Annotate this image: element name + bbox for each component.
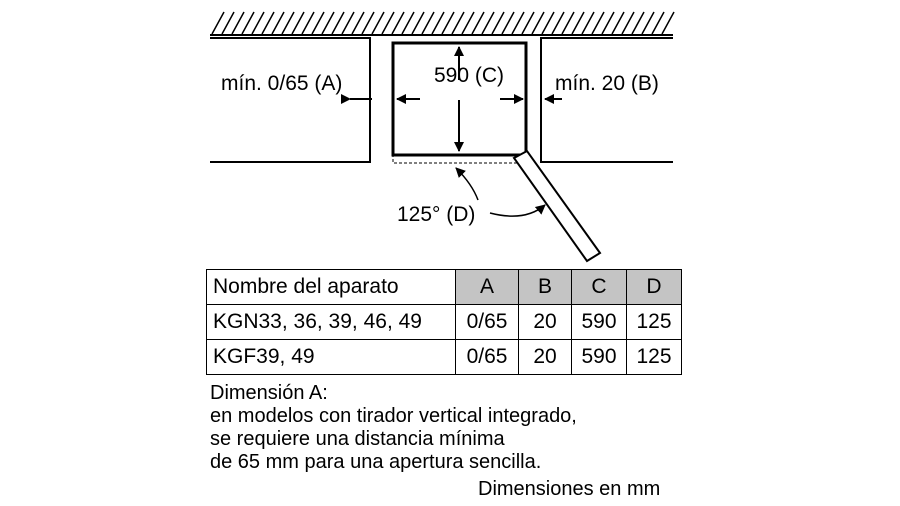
header-b: B bbox=[518, 269, 572, 305]
specification-table: Nombre del aparato A B C D KGN33, 36, 39… bbox=[206, 269, 682, 375]
table-row: KGF39, 49 0/65 20 590 125 bbox=[206, 339, 682, 375]
hatch-line bbox=[361, 11, 375, 35]
label-c: 590 (C) bbox=[434, 64, 504, 87]
hatch-line bbox=[261, 11, 275, 35]
note-line: en modelos con tirador vertical integrad… bbox=[210, 405, 577, 427]
hatch-line bbox=[251, 11, 265, 35]
hatch-line bbox=[431, 11, 445, 35]
hatch-line bbox=[321, 11, 335, 35]
hatch-line bbox=[441, 11, 455, 35]
ceiling-hatching bbox=[211, 11, 675, 35]
hatch-line bbox=[661, 11, 675, 35]
hatch-line bbox=[271, 11, 285, 35]
hatch-line bbox=[521, 11, 535, 35]
hatch-line bbox=[571, 11, 585, 35]
hatch-line bbox=[331, 11, 345, 35]
door-open bbox=[512, 149, 602, 263]
hatch-line bbox=[541, 11, 555, 35]
hatch-line bbox=[311, 11, 325, 35]
label-b: mín. 20 (B) bbox=[555, 72, 659, 95]
row-2-c: 590 bbox=[571, 339, 627, 375]
table-header-row: Nombre del aparato A B C D bbox=[206, 269, 682, 305]
hatch-line bbox=[621, 11, 635, 35]
left-cabinet bbox=[210, 37, 371, 163]
row-2-d: 125 bbox=[626, 339, 682, 375]
hatch-line bbox=[611, 11, 625, 35]
hatch-line bbox=[451, 11, 465, 35]
hatch-line bbox=[581, 11, 595, 35]
hatch-line bbox=[351, 11, 365, 35]
hatch-line bbox=[551, 11, 565, 35]
hatch-line bbox=[281, 11, 295, 35]
hatch-line bbox=[371, 11, 385, 35]
header-appliance-name: Nombre del aparato bbox=[206, 269, 456, 305]
hatch-line bbox=[411, 11, 425, 35]
row-1-d: 125 bbox=[626, 304, 682, 340]
hatch-line bbox=[341, 11, 355, 35]
hatch-line bbox=[221, 11, 235, 35]
dimension-a-note: Dimensión A: en modelos con tirador vert… bbox=[210, 382, 577, 474]
header-a: A bbox=[455, 269, 519, 305]
row-2-a: 0/65 bbox=[455, 339, 519, 375]
hatch-line bbox=[301, 11, 315, 35]
hatch-line bbox=[531, 11, 545, 35]
hatch-line bbox=[391, 11, 405, 35]
note-line: de 65 mm para una apertura sencilla. bbox=[210, 451, 542, 473]
hatch-line bbox=[501, 11, 515, 35]
hatch-line bbox=[641, 11, 655, 35]
hatch-line bbox=[491, 11, 505, 35]
label-a: mín. 0/65 (A) bbox=[221, 72, 342, 95]
angle-d-arc-right bbox=[489, 204, 546, 217]
hatch-line bbox=[211, 11, 225, 35]
row-1-c: 590 bbox=[571, 304, 627, 340]
hatch-line bbox=[461, 11, 475, 35]
row-1-a: 0/65 bbox=[455, 304, 519, 340]
row-1-name: KGN33, 36, 39, 46, 49 bbox=[206, 304, 456, 340]
right-cabinet bbox=[540, 37, 673, 163]
hatch-line bbox=[421, 11, 435, 35]
row-1-b: 20 bbox=[518, 304, 572, 340]
note-line: se requiere una distancia mínima bbox=[210, 428, 505, 450]
header-c: C bbox=[571, 269, 627, 305]
hatch-line bbox=[381, 11, 395, 35]
hatch-line bbox=[401, 11, 415, 35]
hatch-line bbox=[511, 11, 525, 35]
hatch-line bbox=[471, 11, 485, 35]
note-line: Dimensión A: bbox=[210, 382, 328, 404]
hatch-line bbox=[651, 11, 665, 35]
label-d: 125° (D) bbox=[397, 203, 475, 226]
angle-d-arc-left bbox=[455, 167, 479, 201]
hatch-line bbox=[241, 11, 255, 35]
row-2-name: KGF39, 49 bbox=[206, 339, 456, 375]
hatch-line bbox=[481, 11, 495, 35]
table-row: KGN33, 36, 39, 46, 49 0/65 20 590 125 bbox=[206, 304, 682, 340]
hatch-line bbox=[231, 11, 245, 35]
hatch-line bbox=[601, 11, 615, 35]
row-2-b: 20 bbox=[518, 339, 572, 375]
hatch-line bbox=[291, 11, 305, 35]
units-note: Dimensiones en mm bbox=[478, 478, 661, 500]
hatch-line bbox=[631, 11, 645, 35]
hatch-line bbox=[561, 11, 575, 35]
header-d: D bbox=[626, 269, 682, 305]
hatch-line bbox=[591, 11, 605, 35]
